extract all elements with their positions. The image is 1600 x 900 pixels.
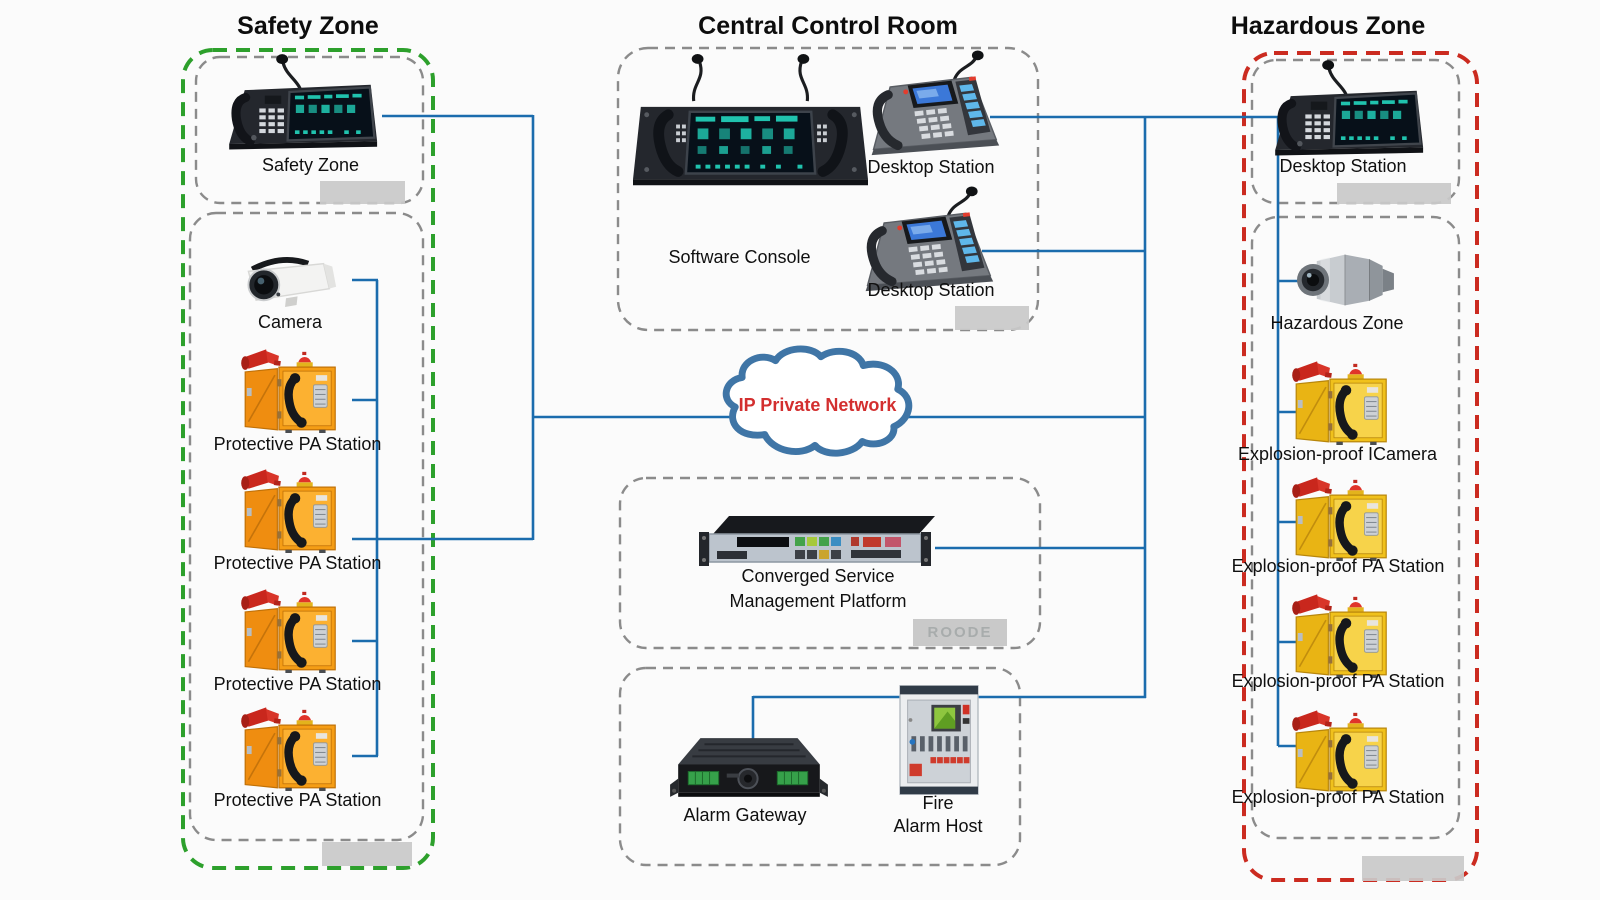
pa-station-icon [233, 463, 345, 553]
watermark: ROODE [913, 619, 1007, 646]
hazardous-station-label: Desktop Station [1279, 156, 1407, 176]
hazardous-camera-label: Hazardous Zone [1270, 313, 1404, 333]
desktop-station-label: Desktop Station [867, 157, 995, 177]
safety-zone-title: Safety Zone [237, 12, 379, 40]
server-icon [694, 510, 946, 574]
hazardous-zone-title: Hazardous Zone [1230, 12, 1426, 40]
pa-station-icon [233, 583, 345, 673]
platform-label-line1: Converged Service [741, 566, 895, 586]
network-label: IP Private Network [738, 395, 897, 415]
watermark [320, 181, 405, 204]
alarm-gateway-label: Alarm Gateway [683, 805, 807, 825]
pa-station-icon [1284, 588, 1396, 678]
explosion-proof-pa-label: Explosion-proof PA Station [1231, 787, 1445, 807]
desktop-station-icon [1258, 56, 1433, 161]
explosion-proof-camera-label: Explosion-proof ICamera [1237, 444, 1438, 464]
software-console-label: Software Console [668, 247, 811, 267]
watermark [955, 306, 1029, 330]
fire-alarm-host-label-line1: Fire [922, 793, 954, 813]
pa-station-label: Protective PA Station [213, 434, 382, 454]
explosion-proof-camera-icon [1288, 248, 1402, 312]
camera-icon [233, 250, 339, 310]
watermark [1337, 183, 1451, 204]
explosion-proof-pa-label: Explosion-proof PA Station [1231, 556, 1445, 576]
explosion-proof-pa-label: Explosion-proof PA Station [1231, 671, 1445, 691]
desktop-station-label: Desktop Station [867, 280, 995, 300]
pa-station-icon [233, 343, 345, 433]
camera-label: Camera [257, 312, 323, 332]
desktop-station-icon [212, 50, 387, 155]
platform-label-line2: Management Platform [729, 591, 907, 611]
pa-station-icon [1284, 355, 1396, 445]
pa-station-icon [1284, 704, 1396, 794]
watermark [322, 842, 412, 866]
pa-station-label: Protective PA Station [213, 674, 382, 694]
desktop-station-icon [858, 50, 1006, 162]
software-console-icon [633, 50, 868, 202]
pa-station-icon [1284, 471, 1396, 561]
fire-alarm-host-icon [896, 682, 982, 798]
alarm-gateway-icon [668, 726, 830, 812]
pa-station-label: Protective PA Station [213, 790, 382, 810]
pa-station-icon [233, 701, 345, 791]
pa-station-label: Protective PA Station [213, 553, 382, 573]
fire-alarm-host-label-line2: Alarm Host [893, 816, 983, 836]
central-control-room-title: Central Control Room [698, 12, 958, 40]
watermark [1362, 856, 1464, 881]
safety-station-label: Safety Zone [261, 155, 360, 175]
